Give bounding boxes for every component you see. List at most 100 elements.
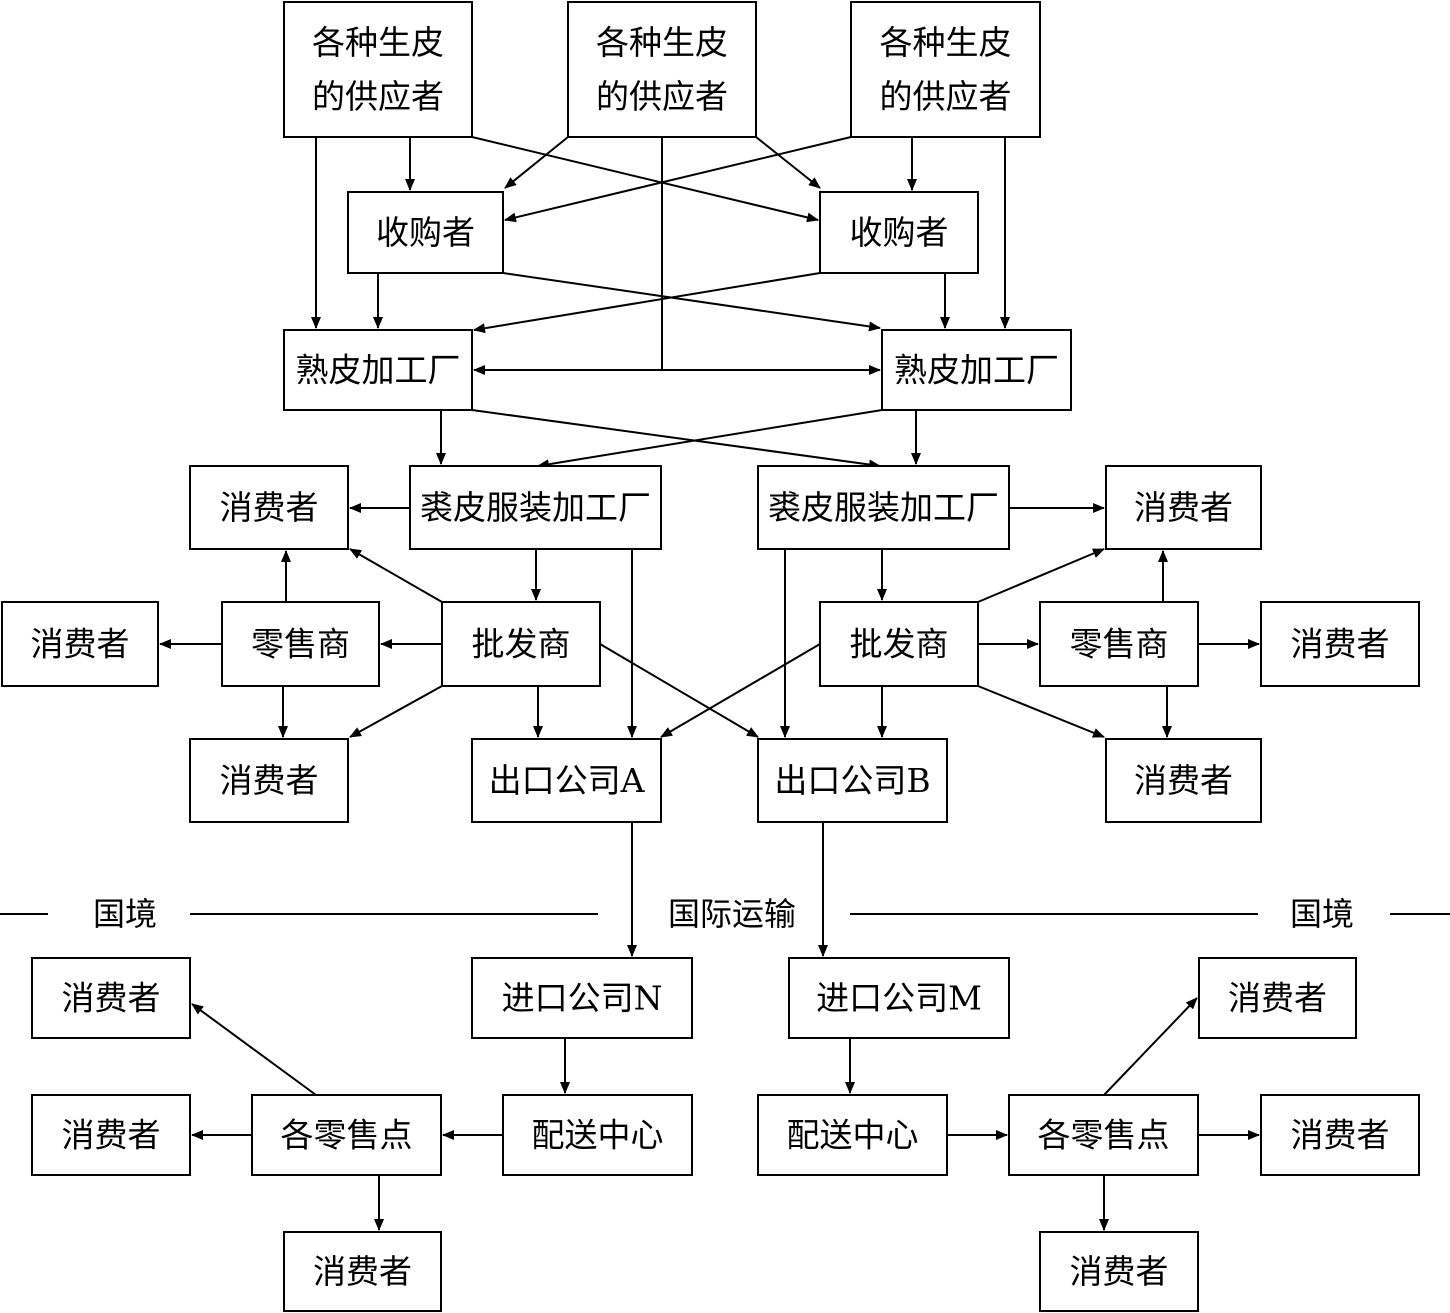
node-label-sup1: 各种生皮的供应者 [312, 23, 444, 116]
node-box-expB [757, 738, 948, 823]
border-label-left: 国境 [93, 895, 157, 933]
node-box-buyR [819, 191, 979, 274]
node-box-conBR3 [1039, 1231, 1199, 1312]
node-box-conBR2 [1260, 1094, 1420, 1176]
arrow-whR-to-conRB [977, 685, 1105, 738]
node-label-expB: 出口公司B [774, 761, 930, 800]
node-buyL: 收购者 [347, 191, 504, 274]
node-retL: 零售商 [221, 601, 380, 687]
node-dcL: 配送中心 [502, 1094, 693, 1176]
node-box-retL [221, 601, 380, 687]
node-label-rsL: 各零售点 [281, 1116, 413, 1155]
node-whL: 批发商 [441, 601, 601, 687]
node-label-conBL2: 消费者 [62, 1116, 161, 1155]
node-box-whL [441, 601, 601, 687]
node-expB: 出口公司B [757, 738, 948, 823]
node-box-sup3 [850, 1, 1041, 138]
arrow-rsR-to-conBR1 [1103, 997, 1198, 1096]
node-sup3: 各种生皮的供应者 [850, 1, 1041, 138]
node-box-tanR [881, 329, 1072, 411]
arrow-whR-to-expA [660, 643, 821, 738]
node-label-whR: 批发商 [850, 625, 949, 664]
node-buyR: 收购者 [819, 191, 979, 274]
node-furL: 裘皮服装加工厂 [409, 465, 662, 550]
node-impN: 进口公司N [471, 957, 693, 1039]
flow-arrows [159, 136, 1260, 1231]
node-box-dcR [757, 1094, 948, 1176]
arrow-buyR-to-tanL [473, 272, 821, 334]
node-label-conBR2: 消费者 [1291, 1116, 1390, 1155]
node-label-retL: 零售商 [251, 625, 350, 664]
node-label-tanR: 熟皮加工厂 [894, 351, 1059, 390]
node-sup1: 各种生皮的供应者 [283, 1, 473, 138]
node-box-expA [471, 738, 662, 823]
arrow-sup2-to-buyR [755, 136, 821, 189]
node-furR: 裘皮服装加工厂 [757, 465, 1010, 550]
node-box-sup2 [567, 1, 757, 138]
node-box-sup1 [283, 1, 473, 138]
arrow-whR-to-conRT [977, 548, 1105, 603]
node-box-conBL2 [31, 1094, 191, 1176]
node-label-furR: 裘皮服装加工厂 [768, 488, 999, 527]
node-label-expA: 出口公司A [489, 761, 646, 800]
node-rsR: 各零售点 [1008, 1094, 1199, 1176]
node-label-whL: 批发商 [472, 625, 571, 664]
node-conBL2: 消费者 [31, 1094, 191, 1176]
node-conRT: 消费者 [1105, 465, 1262, 550]
node-box-furR [757, 465, 1010, 550]
node-box-impN [471, 957, 693, 1039]
node-box-dcL [502, 1094, 693, 1176]
node-conRB: 消费者 [1105, 738, 1262, 823]
node-label-rsR: 各零售点 [1038, 1116, 1170, 1155]
node-retR: 零售商 [1039, 601, 1199, 687]
node-conLT: 消费者 [189, 465, 349, 550]
border-label-right: 国境 [1290, 895, 1354, 933]
node-conLB: 消费者 [189, 738, 349, 823]
node-label-sup3: 各种生皮的供应者 [880, 23, 1012, 116]
node-tanL: 熟皮加工厂 [283, 329, 473, 411]
node-box-conLT [189, 465, 349, 550]
arrow-rsL-to-conBL1 [191, 1003, 317, 1096]
node-box-rsR [1008, 1094, 1199, 1176]
node-label-retR: 零售商 [1070, 625, 1169, 664]
arrow-sup2-to-buyL [504, 136, 569, 189]
node-sup2: 各种生皮的供应者 [567, 1, 757, 138]
node-box-conLB [189, 738, 349, 823]
node-box-buyL [347, 191, 504, 274]
node-label-conBR1: 消费者 [1228, 979, 1327, 1018]
node-box-conBR1 [1198, 957, 1357, 1039]
node-label-impN: 进口公司N [502, 979, 663, 1018]
node-label-conBR3: 消费者 [1070, 1252, 1169, 1291]
node-box-conLL [1, 601, 159, 687]
node-label-conRT: 消费者 [1134, 488, 1233, 527]
node-box-conRT [1105, 465, 1262, 550]
node-label-sup2: 各种生皮的供应者 [596, 23, 728, 116]
arrow-sup1-to-buyR [471, 136, 819, 223]
arrow-sup3-to-buyL [504, 136, 852, 223]
node-impM: 进口公司M [788, 957, 1010, 1039]
node-label-conBL3: 消费者 [313, 1252, 412, 1291]
node-box-conBL3 [283, 1231, 442, 1312]
arrow-tanL-to-furR [471, 409, 881, 470]
arrow-whL-to-conLB [349, 685, 443, 738]
node-expA: 出口公司A [471, 738, 662, 823]
node-label-buyR: 收购者 [850, 213, 949, 252]
node-label-conLB: 消费者 [220, 761, 319, 800]
node-label-buyL: 收购者 [376, 213, 475, 252]
node-conBL1: 消费者 [31, 957, 191, 1039]
node-label-conBL1: 消费者 [62, 979, 161, 1018]
node-label-conLL: 消费者 [31, 625, 130, 664]
node-label-conLT: 消费者 [220, 488, 319, 527]
arrow-whL-to-expB [599, 643, 759, 738]
node-label-tanL: 熟皮加工厂 [296, 351, 461, 390]
arrow-tanR-to-furL [537, 409, 883, 470]
node-tanR: 熟皮加工厂 [881, 329, 1072, 411]
node-conRR: 消费者 [1260, 601, 1420, 687]
node-box-retR [1039, 601, 1199, 687]
node-conLL: 消费者 [1, 601, 159, 687]
node-label-impM: 进口公司M [816, 979, 982, 1018]
national-border: 国境 国际运输 国境 [0, 895, 1450, 933]
node-conBR2: 消费者 [1260, 1094, 1420, 1176]
